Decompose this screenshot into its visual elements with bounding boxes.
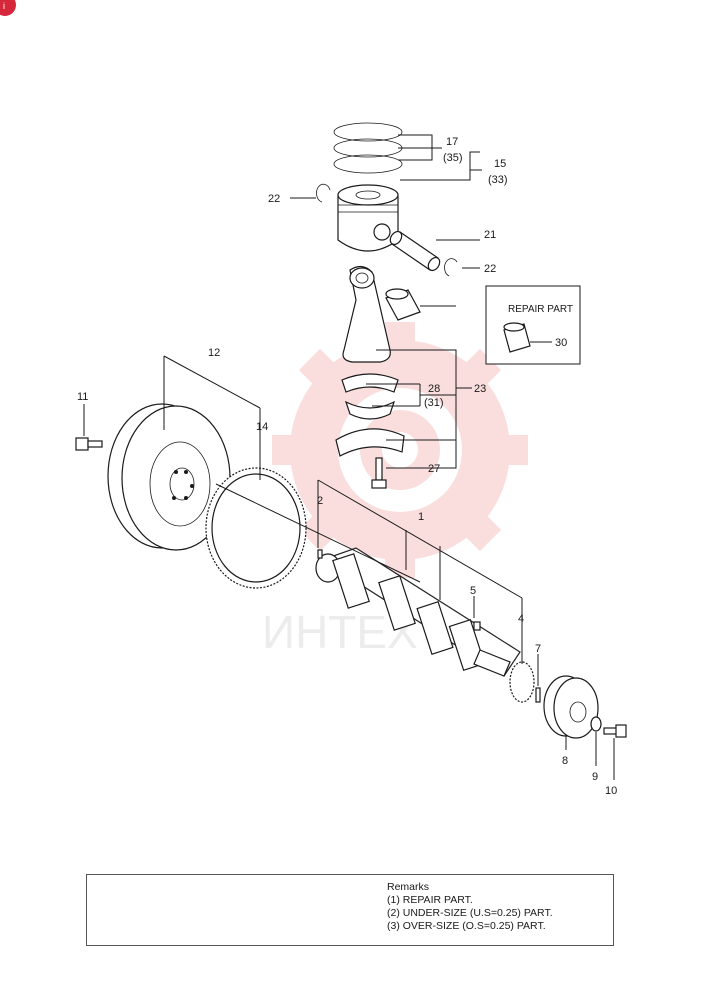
callout-17: 17 xyxy=(446,136,458,148)
repair-bushing xyxy=(503,322,531,353)
flywheel-bolt xyxy=(75,437,103,451)
crank-gear xyxy=(509,661,535,703)
callout-22-left: 22 xyxy=(268,193,280,205)
crankshaft xyxy=(315,547,521,677)
flywheel xyxy=(107,403,231,551)
ring-gear xyxy=(205,467,307,589)
callout-21: 21 xyxy=(484,229,496,241)
remarks-box: Remarks (1) REPAIR PART. (2) UNDER-SIZE … xyxy=(86,874,614,946)
key xyxy=(473,621,481,631)
gear-key xyxy=(535,687,541,703)
pulley-bolt xyxy=(603,724,627,738)
callout-11: 11 xyxy=(77,391,88,403)
callout-30: 30 xyxy=(555,337,567,349)
remark-item: (1) REPAIR PART. xyxy=(387,894,473,906)
piston-rings xyxy=(333,122,403,174)
crank-pulley xyxy=(543,675,599,739)
callout-2: 2 xyxy=(317,495,323,507)
callout-8: 8 xyxy=(562,755,568,767)
dowel-pin xyxy=(317,549,323,559)
callout-10: 10 xyxy=(605,785,617,797)
callout-15-alt: (33) xyxy=(488,174,508,186)
bearing-lower xyxy=(344,400,396,420)
snap-ring-left xyxy=(316,183,331,203)
callout-4: 4 xyxy=(518,613,524,625)
repair-part-inset xyxy=(485,285,581,365)
callout-23: 23 xyxy=(474,383,486,395)
bearing-upper xyxy=(341,373,399,393)
rod-cap xyxy=(335,428,405,457)
callout-1: 1 xyxy=(418,511,424,523)
repair-part-title: REPAIR PART xyxy=(508,304,573,315)
callout-7: 7 xyxy=(535,643,541,655)
callout-17-alt: (35) xyxy=(443,152,463,164)
small-end-bushing xyxy=(385,288,421,321)
callout-27: 27 xyxy=(428,463,440,475)
piston xyxy=(337,184,399,252)
remark-item: (2) UNDER-SIZE (U.S=0.25) PART. xyxy=(387,907,553,919)
callout-14: 14 xyxy=(256,421,268,433)
callout-12: 12 xyxy=(208,347,220,359)
callout-28-alt: (31) xyxy=(424,397,444,409)
corner-badge: i xyxy=(0,0,16,16)
callout-22-right: 22 xyxy=(484,263,496,275)
piston-pin xyxy=(389,230,441,272)
callout-28: 28 xyxy=(428,383,440,395)
remarks-list: Remarks (1) REPAIR PART. (2) UNDER-SIZE … xyxy=(387,881,553,933)
callout-5: 5 xyxy=(470,585,476,597)
connecting-rod xyxy=(342,265,391,363)
remark-item: (3) OVER-SIZE (O.S=0.25) PART. xyxy=(387,920,546,932)
pulley-washer xyxy=(590,716,602,732)
callout-15: 15 xyxy=(494,158,506,170)
leader-lines xyxy=(83,134,615,780)
callout-9: 9 xyxy=(592,771,598,783)
rod-bolt xyxy=(371,457,387,489)
remarks-title: Remarks xyxy=(387,881,430,893)
corner-badge-text: i xyxy=(3,1,5,11)
snap-ring-right xyxy=(444,258,458,277)
